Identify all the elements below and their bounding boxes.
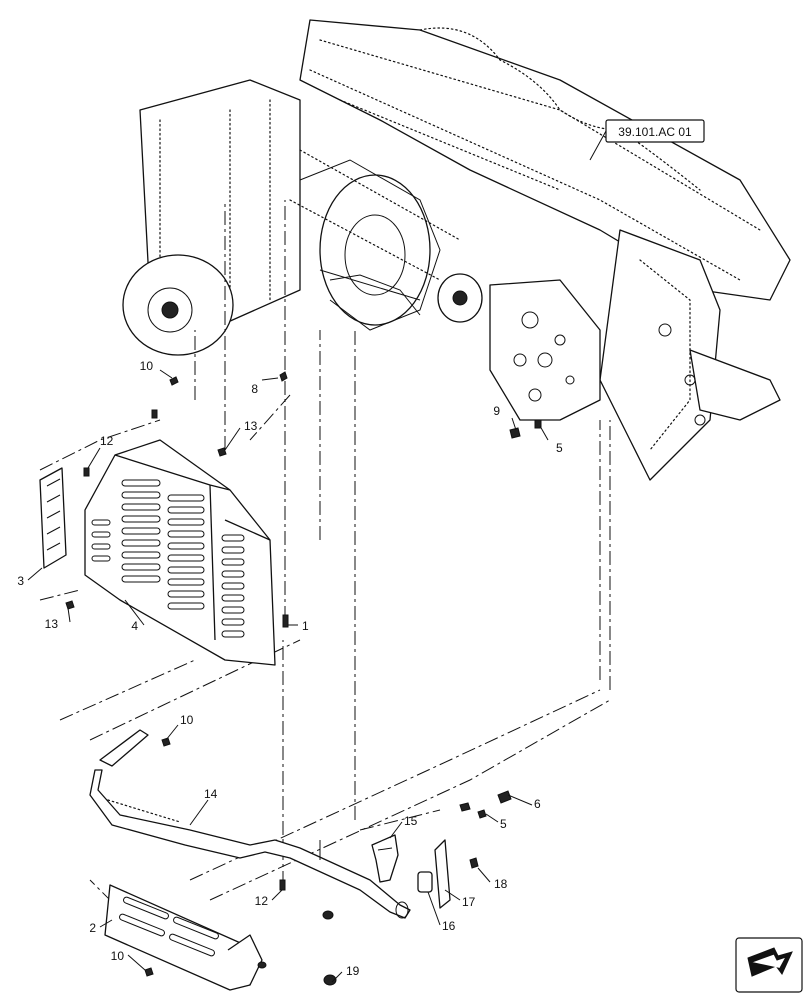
callout-15: 15	[404, 814, 418, 828]
callout-17: 17	[462, 895, 476, 909]
callout-7: 9	[493, 404, 500, 418]
step-plate-2	[104, 884, 263, 991]
callout-9: 8	[251, 382, 258, 396]
callout-8: 10	[180, 713, 194, 727]
callout-12-top: 12	[100, 434, 114, 448]
callout-19: 19	[346, 964, 360, 978]
callout-leaders	[27, 369, 549, 983]
callout-6: 6	[534, 797, 541, 811]
callout-10: 10	[111, 949, 125, 963]
callout-5-bottom: 5	[500, 817, 507, 831]
callout-2: 2	[89, 921, 96, 935]
callout-3: 3	[17, 574, 24, 588]
callout-14: 14	[204, 787, 218, 801]
reference-callout[interactable]: 39.101.AC 01	[589, 119, 705, 161]
reference-label: 39.101.AC 01	[618, 125, 692, 139]
bracket-15	[371, 834, 399, 883]
radiator-guard-4	[84, 439, 276, 666]
callout-18: 18	[494, 877, 508, 891]
callout-16: 16	[442, 919, 456, 933]
step-rail-14	[89, 729, 411, 919]
guard-slots	[91, 479, 245, 638]
arrow-icon[interactable]	[735, 937, 803, 993]
main-frame	[122, 19, 791, 481]
callout-1: 1	[302, 619, 309, 633]
callout-13-bottom: 13	[45, 617, 59, 631]
callout-4: 4	[131, 619, 138, 633]
callout-labels: 10 8 13 12 3 13 4 1 10 14 9 5 6 5 15 18 …	[17, 359, 563, 978]
fasteners	[65, 371, 542, 986]
callout-5-top: 5	[556, 441, 563, 455]
callout-11: 10	[140, 359, 154, 373]
callout-12-bottom: 12	[255, 894, 269, 908]
spacer-16	[417, 871, 433, 893]
strap-17	[434, 839, 451, 909]
callout-13-top: 13	[244, 419, 258, 433]
side-screen-3	[39, 467, 67, 569]
